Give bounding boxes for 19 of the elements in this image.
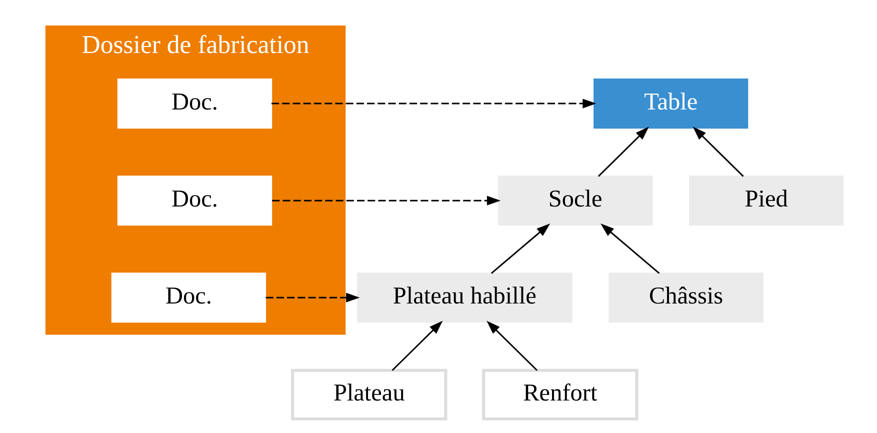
node-box: Plateau — [291, 368, 448, 420]
arrow — [392, 320, 443, 371]
arrow — [266, 292, 360, 302]
arrow — [486, 320, 538, 371]
arrow — [272, 98, 596, 108]
node-box: Renfort — [482, 368, 638, 420]
arrow — [692, 126, 744, 177]
node-box: Table — [594, 78, 748, 129]
node-box: Pied — [689, 176, 844, 226]
arrow — [490, 224, 550, 274]
node-box: Doc. — [117, 78, 272, 129]
node-box: Plateau habillé — [357, 272, 572, 323]
node-box: Doc. — [117, 176, 272, 226]
arrow — [600, 224, 660, 274]
node-box: Doc. — [111, 272, 266, 323]
arrow — [598, 126, 649, 177]
arrow — [272, 196, 501, 206]
node-box: Châssis — [608, 272, 764, 323]
node-box: Socle — [498, 176, 653, 226]
